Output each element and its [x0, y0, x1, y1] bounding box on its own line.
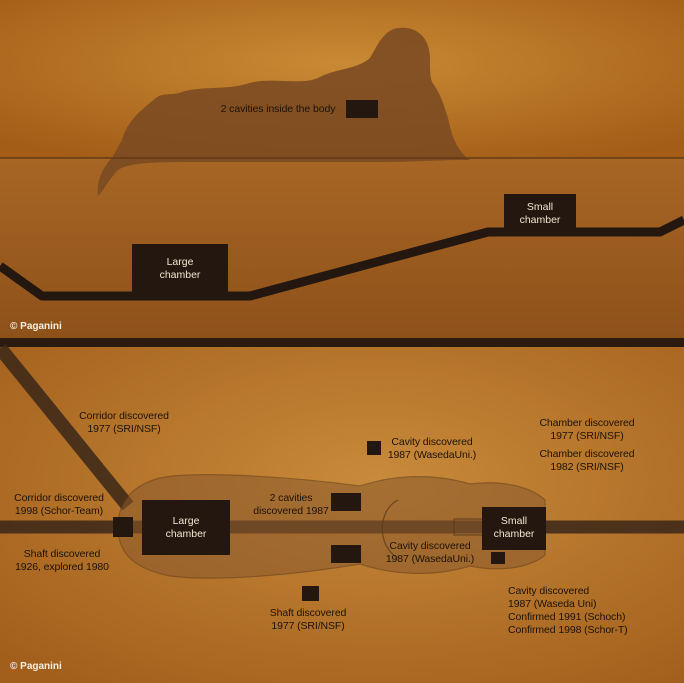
diagonal-corridor — [0, 343, 134, 511]
cavity-confirmed-label: Cavity discovered 1987 (Waseda Uni) Conf… — [508, 585, 628, 636]
cavity-box-lower — [331, 545, 361, 563]
side-small-chamber — [504, 194, 576, 234]
side-cavities-label: 2 cavities inside the body — [220, 103, 336, 115]
cavity-1987-top-box — [367, 441, 381, 455]
cavity-confirmed-box — [491, 552, 505, 564]
cavity-1987-mid-label: Cavity discovered 1987 (WasedaUni.) — [385, 540, 475, 565]
chamber-1977-label: Chamber discovered 1977 (SRI/NSF) — [539, 417, 635, 442]
credit-bottom: © Paganini — [10, 661, 62, 672]
credit-top: © Paganini — [10, 321, 62, 332]
top-large-chamber-label: Large chamber — [165, 515, 207, 540]
top-large-chamber — [142, 500, 230, 555]
sphinx-silhouette — [97, 27, 471, 197]
cavity-1987-top-label: Cavity discovered 1987 (WasedaUni.) — [387, 436, 477, 461]
side-tunnel — [0, 215, 684, 301]
shaft-1926-box — [113, 517, 133, 537]
corridor-1998-label: Corridor discovered 1998 (Schor-Team) — [14, 492, 104, 517]
cavity-box-upper — [331, 493, 361, 511]
two-cavities-label: 2 cavities discovered 1987 — [253, 492, 329, 517]
top-small-chamber — [482, 507, 546, 550]
sphinx-paw-curve — [381, 499, 399, 559]
chamber-1982-label: Chamber discovered 1982 (SRI/NSF) — [539, 448, 635, 473]
shaft-1977-box — [302, 586, 319, 601]
side-small-chamber-label: Small chamber — [519, 201, 561, 226]
side-cavity-box — [346, 100, 378, 118]
panel-divider — [0, 338, 684, 347]
side-large-chamber — [132, 244, 228, 294]
ground-area — [0, 158, 684, 338]
shaft-1977-label: Shaft discovered 1977 (SRI/NSF) — [269, 607, 347, 632]
corridor-1977-label: Corridor discovered 1977 (SRI/NSF) — [79, 410, 169, 435]
side-large-chamber-label: Large chamber — [159, 256, 201, 281]
top-small-chamber-label: Small chamber — [493, 515, 535, 540]
shaft-1926-label: Shaft discovered 1926, explored 1980 — [15, 548, 109, 573]
